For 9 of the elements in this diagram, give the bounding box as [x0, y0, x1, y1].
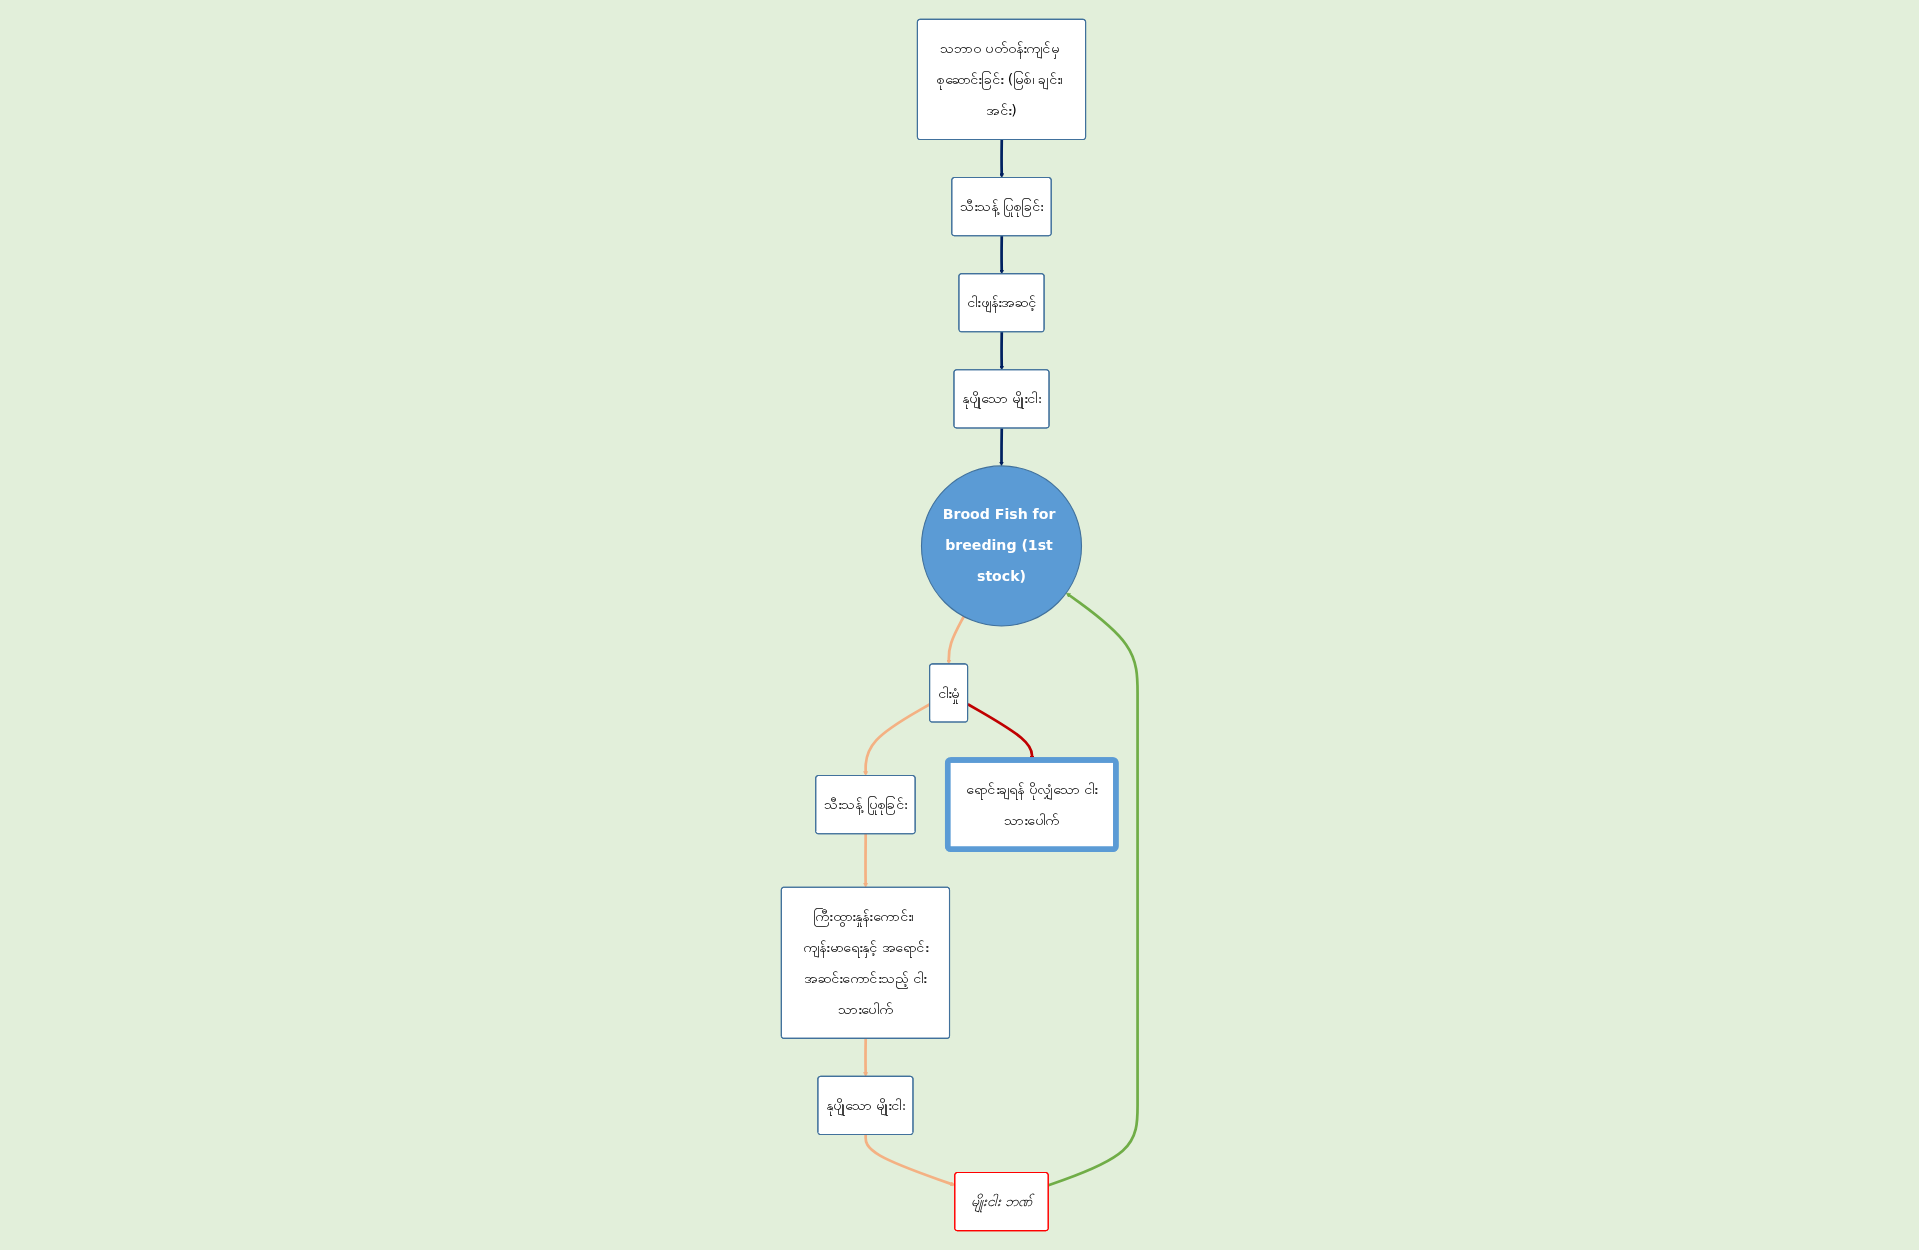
arrow	[1048, 592, 1139, 1187]
arrow	[999, 332, 1005, 371]
arrow	[946, 615, 966, 665]
arrow	[999, 139, 1005, 178]
node-circle: Brood Fish for breeding (1st stock)	[920, 465, 1083, 627]
arrow	[863, 833, 869, 888]
arrow	[999, 428, 1004, 467]
arrow	[999, 235, 1005, 275]
arrow	[863, 1038, 869, 1077]
